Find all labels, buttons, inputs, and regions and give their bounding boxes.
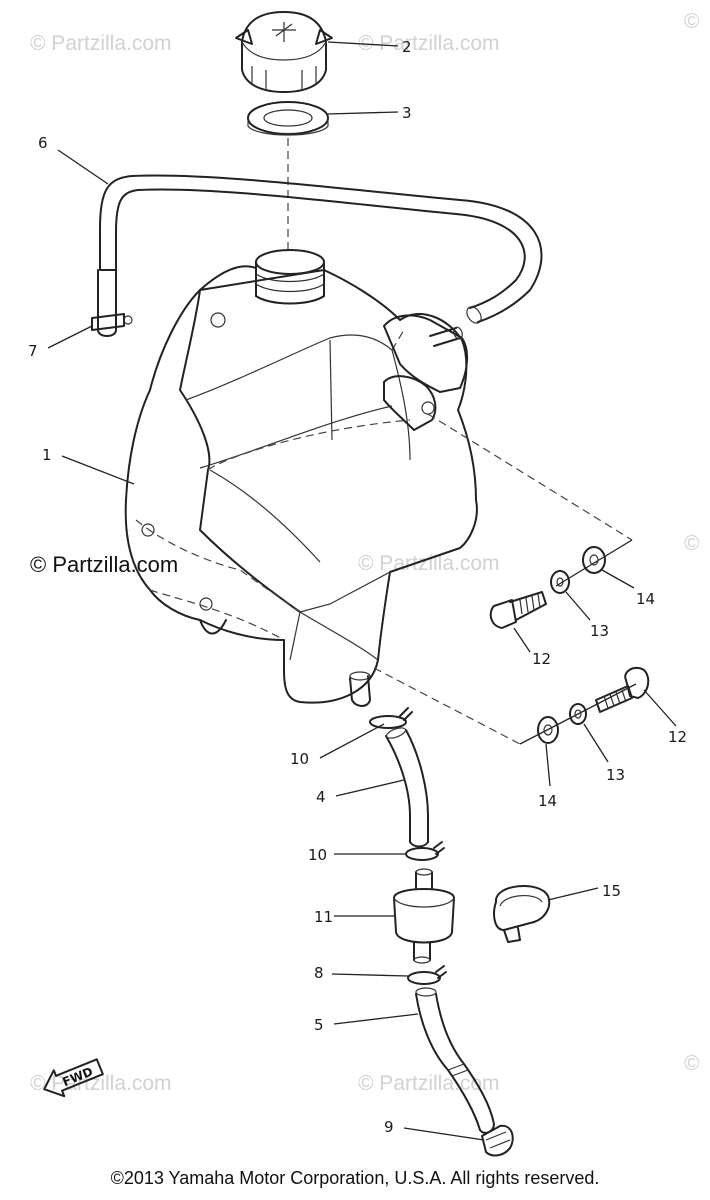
callout-15: 15 bbox=[602, 882, 621, 900]
watermark-mid-center: © Partzilla.com bbox=[358, 552, 500, 575]
callout-leaders bbox=[47, 41, 677, 1141]
copyright-notice: ©2013 Yamaha Motor Corporation, U.S.A. A… bbox=[110, 1168, 600, 1188]
callout-11: 11 bbox=[314, 908, 333, 926]
callout-10-upper: 10 bbox=[290, 750, 309, 768]
leader-upper-bolt bbox=[427, 413, 633, 541]
callout-13-upper: 13 bbox=[590, 622, 609, 640]
callout-3: 3 bbox=[402, 104, 412, 122]
upper-drain-hose-part bbox=[385, 727, 429, 848]
filter-hose-clip-part bbox=[407, 965, 447, 985]
leader-lower-bolt bbox=[373, 667, 521, 745]
upper-washer-14-part bbox=[582, 546, 606, 574]
callout-4: 4 bbox=[316, 788, 326, 806]
callout-9: 9 bbox=[384, 1118, 394, 1136]
watermark-bottom-center: © Partzilla.com bbox=[358, 1072, 500, 1095]
watermark-mid-left: © Partzilla.com bbox=[30, 552, 178, 577]
lower-washer-14-part bbox=[537, 716, 559, 744]
upper-bolt-part bbox=[489, 591, 547, 629]
watermark-bottom-right: © bbox=[684, 1052, 700, 1075]
lower-bolt-part bbox=[595, 666, 650, 713]
inline-filter-part bbox=[393, 868, 455, 964]
watermark-top-right: © bbox=[684, 10, 700, 33]
reservoir-tank-part bbox=[124, 249, 478, 707]
lower-drain-hose-part bbox=[415, 987, 495, 1134]
callout-14-lower: 14 bbox=[538, 792, 557, 810]
watermark-mid-right: © bbox=[684, 532, 700, 555]
overflow-hose-part bbox=[99, 174, 543, 324]
band-clamp-part bbox=[493, 885, 551, 943]
callout-14-upper: 14 bbox=[636, 590, 655, 608]
callout-12-upper: 12 bbox=[532, 650, 551, 668]
upper-hose-clamp-part bbox=[369, 707, 413, 729]
callout-7: 7 bbox=[28, 342, 38, 360]
callout-5: 5 bbox=[314, 1016, 324, 1034]
callout-6: 6 bbox=[38, 134, 48, 152]
drain-plug-part bbox=[481, 1124, 514, 1157]
callout-13-lower: 13 bbox=[606, 766, 625, 784]
upper-washer-13-part bbox=[550, 570, 570, 594]
callout-1: 1 bbox=[42, 446, 52, 464]
gasket-part bbox=[247, 101, 329, 136]
watermark-top-left: © Partzilla.com bbox=[30, 32, 172, 55]
callout-12-lower: 12 bbox=[668, 728, 687, 746]
callout-8: 8 bbox=[314, 964, 324, 982]
callout-10-lower: 10 bbox=[308, 846, 327, 864]
callout-2: 2 bbox=[402, 38, 412, 56]
watermark-top-center: © Partzilla.com bbox=[358, 32, 500, 55]
cap-part bbox=[235, 11, 333, 93]
lower-washer-13-part bbox=[569, 703, 587, 725]
hose-clip-part bbox=[91, 269, 133, 337]
leader-lower-fastener-line bbox=[519, 683, 637, 745]
